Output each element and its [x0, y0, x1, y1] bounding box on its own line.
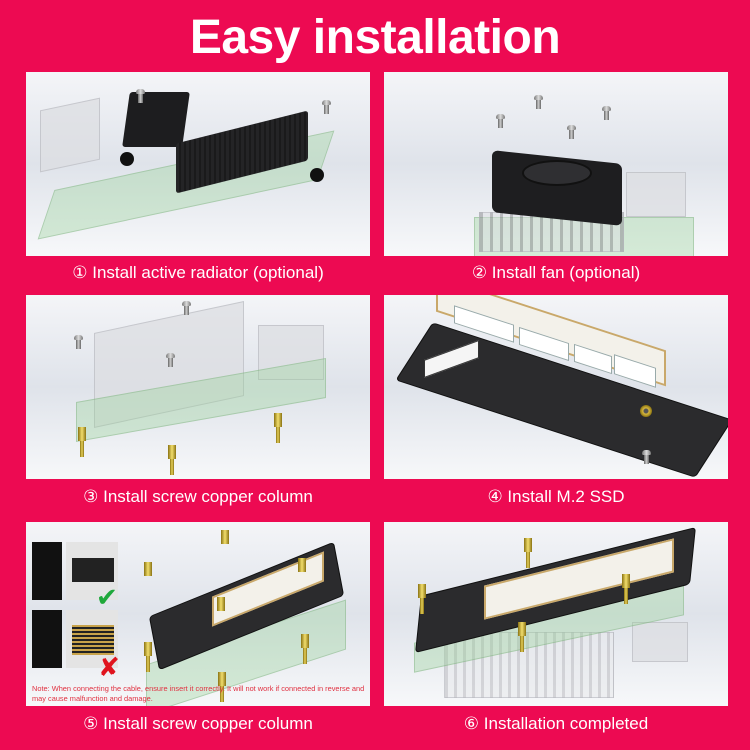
step-2-caption: ② Install fan (optional) — [471, 263, 641, 282]
screw-icon — [182, 301, 191, 315]
step-4-illustration — [384, 295, 728, 479]
heatsink-fins — [444, 632, 614, 698]
copper-column-icon — [622, 574, 630, 618]
copper-column-icon — [218, 672, 226, 702]
screw-icon — [534, 95, 543, 109]
copper-column-icon — [144, 642, 152, 672]
step-6-illustration — [384, 522, 728, 706]
screw-icon — [166, 353, 175, 367]
step-3-illustration — [26, 295, 370, 479]
screw-icon — [136, 89, 145, 103]
radiator-icon — [122, 92, 190, 147]
ethernet-port — [258, 325, 324, 380]
cable-orientation-note: Note: When connecting the cable, ensure … — [32, 684, 365, 703]
ribbon-correct — [72, 558, 114, 582]
page-title: Easy installation — [189, 11, 561, 64]
usb-ports — [40, 97, 100, 173]
cable-connector-correct — [32, 542, 62, 600]
radiator-mount-left — [120, 152, 134, 166]
copper-column-icon — [418, 584, 426, 628]
step-5-caption: ⑤ Install screw copper column — [83, 714, 313, 733]
check-icon: ✔ — [96, 582, 118, 612]
ribbon-wrong — [72, 625, 114, 655]
step-6-caption: ⑥ Installation completed — [463, 714, 649, 733]
copper-column-icon — [518, 622, 526, 666]
screw-icon — [567, 125, 576, 139]
copper-column-icon — [221, 530, 229, 560]
screw-icon — [602, 106, 611, 120]
copper-column-icon — [298, 558, 306, 588]
step-3-caption: ③ Install screw copper column — [83, 487, 313, 506]
screw-icon — [322, 100, 331, 114]
cable-connector-wrong — [32, 610, 62, 668]
copper-column-icon — [78, 427, 86, 457]
copper-column-icon — [301, 634, 309, 664]
ethernet-port — [632, 622, 688, 662]
radiator-mount-right — [310, 168, 324, 182]
cross-icon: ✘ — [98, 652, 120, 682]
step-2-illustration — [384, 72, 728, 256]
step-1-caption: ① Install active radiator (optional) — [72, 263, 324, 282]
copper-column-icon — [217, 597, 225, 627]
ethernet-port — [626, 172, 686, 217]
step-4-caption: ④ Install M.2 SSD — [487, 487, 625, 506]
copper-column-icon — [274, 413, 282, 443]
copper-column-icon — [144, 562, 152, 592]
fan-blades — [522, 160, 592, 186]
screw-icon — [74, 335, 83, 349]
copper-column-icon — [524, 538, 532, 568]
step-1-illustration — [26, 72, 370, 256]
screw-icon — [642, 450, 651, 464]
brass-nut-icon — [640, 405, 652, 417]
screw-icon — [496, 114, 505, 128]
step-5-illustration: ✔ ✘ Note: When connecting the cable, ens… — [26, 522, 370, 706]
copper-column-icon — [168, 445, 176, 475]
